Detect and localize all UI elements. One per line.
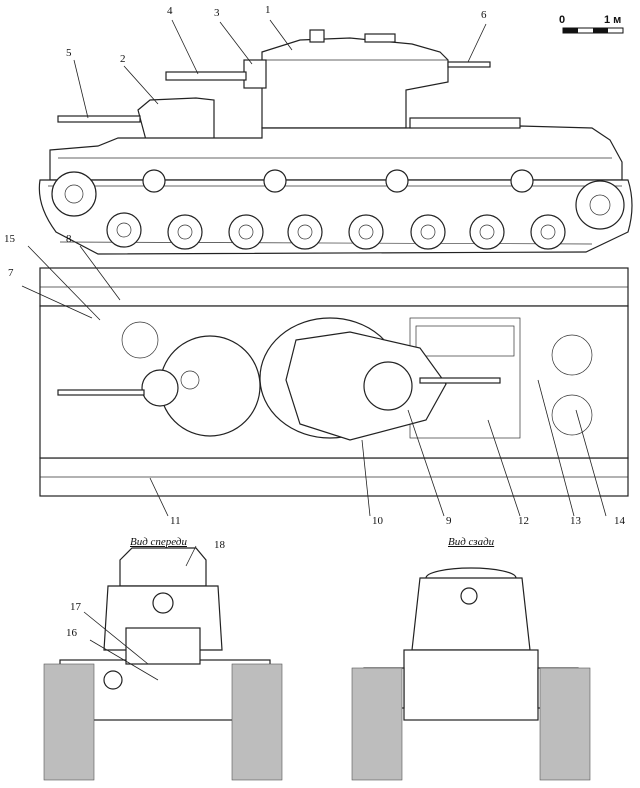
- leader-lines: [21, 19, 607, 681]
- scale-end-label: 1 м: [604, 14, 622, 26]
- callout-5: 5: [66, 47, 72, 59]
- scale-bar: [562, 27, 624, 34]
- rear-view-title: Вид сзади: [448, 536, 495, 548]
- callout-1: 1: [265, 4, 271, 16]
- callout-14: 14: [614, 515, 625, 527]
- callout-12: 12: [518, 515, 529, 527]
- front-view: [43, 547, 283, 781]
- callout-6: 6: [481, 9, 487, 21]
- callout-17: 17: [70, 601, 81, 613]
- callout-8: 8: [66, 233, 72, 245]
- scale-start-label: 0: [559, 14, 566, 26]
- front-view-title: Вид спереди: [130, 536, 187, 548]
- callout-3: 3: [214, 7, 220, 19]
- callout-11: 11: [170, 515, 181, 527]
- callout-15: 15: [4, 233, 15, 245]
- callout-18: 18: [214, 539, 225, 551]
- callout-10: 10: [372, 515, 383, 527]
- callout-4: 4: [167, 5, 173, 17]
- callout-2: 2: [120, 53, 126, 65]
- callout-16: 16: [66, 627, 77, 639]
- side-view: [38, 29, 633, 255]
- callout-7: 7: [8, 267, 14, 279]
- callout-9: 9: [446, 515, 452, 527]
- callout-13: 13: [570, 515, 581, 527]
- top-view: [39, 267, 629, 497]
- rear-view: [351, 567, 591, 781]
